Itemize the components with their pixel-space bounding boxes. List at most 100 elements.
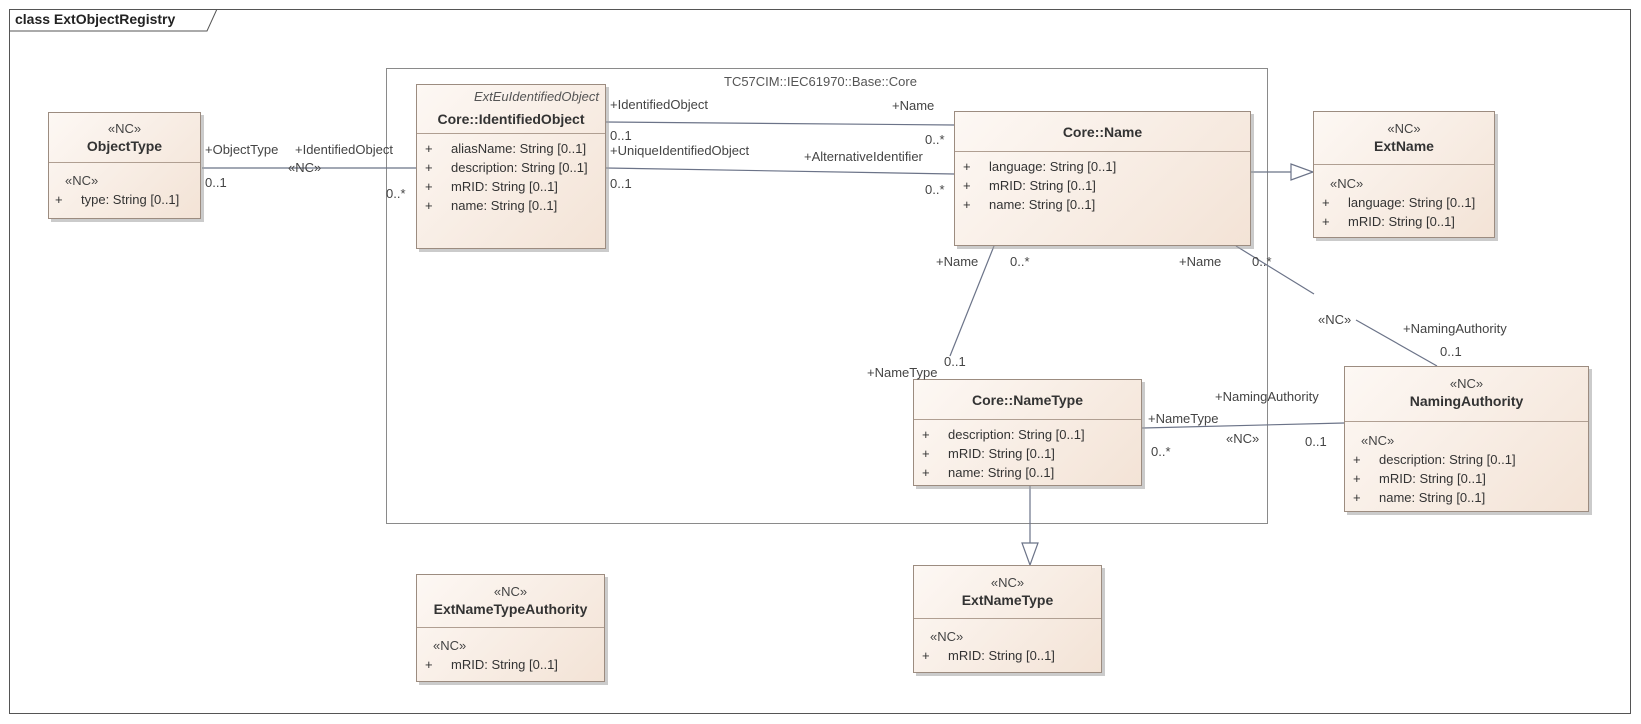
class-attributes: «NC» +type: String [0..1] [49,163,200,209]
class-attributes: +description: String [0..1] +mRID: Strin… [914,420,1141,482]
role-label-objecttype: +ObjectType [205,142,279,157]
role-label-name-nametype: +Name [936,254,979,269]
package-core-label: TC57CIM::IEC61970::Base::Core [724,74,917,89]
assoc-identifiedobject-name-alternative[interactable] [605,167,955,175]
package-core-boundary [386,68,1268,524]
role-label-namingauthority-lower: +NamingAuthority [1215,389,1319,404]
assoc-name-nametype[interactable] [949,245,995,357]
class-tag: ExtEuIdentifiedObject [473,89,599,104]
stereotype-label-name-namingauthority: «NC» [1318,312,1352,327]
class-attributes: «NC» +mRID: String [0..1] [417,628,604,674]
class-objecttype[interactable]: «NC» ObjectType «NC» +type: String [0..1… [48,112,201,219]
class-name: Core::IdentifiedObject [437,111,585,127]
role-label-namingauthority-upper: +NamingAuthority [1403,321,1507,336]
attribute-row: +mRID: String [0..1] [1353,471,1486,486]
class-name: Core::NameType [972,392,1083,408]
class-header: «NC» ObjectType [49,113,200,163]
attribute-row: +mRID: String [0..1] [425,179,558,194]
attribute-row: +mRID: String [0..1] [1322,214,1455,229]
role-label-name-top: +Name [892,98,935,113]
mult-label-unique-identifiedobject: 0..1 [610,176,632,191]
mult-label-namingauthority-upper: 0..1 [1440,344,1462,359]
class-header: Core::Name [955,112,1250,152]
mult-label-objecttype: 0..1 [205,175,227,190]
class-attributes: +language: String [0..1] +mRID: String [… [955,152,1250,214]
assoc-name-namingauthority-a[interactable] [1235,245,1315,295]
generalization-arrowhead-extname [1290,163,1315,181]
role-label-nametype-top: +NameType [867,365,938,380]
mult-label-name-nametype: 0..* [1010,254,1030,269]
mult-label-namingauthority-lower: 0..1 [1305,434,1327,449]
class-name: ObjectType [86,138,163,154]
class-header: «NC» ExtName [1314,112,1494,165]
class-attributes: «NC» +language: String [0..1] +mRID: Str… [1314,165,1494,231]
class-attributes: «NC» +description: String [0..1] +mRID: … [1345,422,1588,507]
mult-label-identifiedobject-left: 0..* [386,186,406,201]
class-extnametypeauthority[interactable]: «NC» ExtNameTypeAuthority «NC» +mRID: St… [416,574,605,682]
mult-label-name-namingauthority: 0..* [1252,254,1272,269]
class-extname[interactable]: «NC» ExtName «NC» +language: String [0..… [1313,111,1495,238]
class-name: NamingAuthority [1409,393,1524,409]
class-core-nametype[interactable]: Core::NameType +description: String [0..… [913,379,1142,486]
role-label-unique-identifiedobject: +UniqueIdentifiedObject [610,143,750,158]
class-extnametype[interactable]: «NC» ExtNameType «NC» +mRID: String [0..… [913,565,1102,673]
stereotype-label-nametype-namingauthority: «NC» [1226,431,1260,446]
assoc-nametype-namingauthority[interactable] [1141,422,1345,429]
attribute-row: +name: String [0..1] [1353,490,1486,505]
attribute-row: +language: String [0..1] [1322,195,1476,210]
mult-label-nametype-right: 0..* [1151,444,1171,459]
class-identifiedobject[interactable]: ExtEuIdentifiedObject Core::IdentifiedOb… [416,84,606,249]
class-stereotype: «NC» [107,121,142,136]
class-header: ExtEuIdentifiedObject Core::IdentifiedOb… [417,85,605,134]
role-label-name-namingauthority: +Name [1179,254,1222,269]
attributes-stereotype: «NC» [1330,176,1364,191]
attribute-row: +mRID: String [0..1] [425,657,558,672]
class-header: «NC» NamingAuthority [1345,367,1588,422]
attribute-row: +name: String [0..1] [425,198,558,213]
class-name: ExtNameType [961,592,1054,608]
mult-label-name-top: 0..* [925,132,945,147]
attribute-row: +name: String [0..1] [922,465,1055,480]
role-label-alternative-identifier: +AlternativeIdentifier [804,149,923,164]
attributes-stereotype: «NC» [1361,433,1395,448]
class-core-name[interactable]: Core::Name +language: String [0..1] +mRI… [954,111,1251,246]
class-stereotype: «NC» [990,575,1025,590]
diagram-title: class ExtObjectRegistry [15,11,176,27]
class-name: Core::Name [1062,124,1143,140]
attribute-row: +description: String [0..1] [1353,452,1516,467]
class-header: Core::NameType [914,380,1141,420]
attributes-stereotype: «NC» [65,173,99,188]
class-stereotype: «NC» [493,584,528,599]
class-header: «NC» ExtNameTypeAuthority [417,575,604,628]
role-label-identifiedobject-top: +IdentifiedObject [610,97,708,112]
class-name: ExtName [1374,138,1434,154]
generalization-arrowhead-extnametype [1021,542,1039,567]
attributes-stereotype: «NC» [930,629,964,644]
role-label-nametype-right: +NameType [1148,411,1219,426]
frame-tab-outline [9,9,218,32]
class-stereotype: «NC» [1449,376,1484,391]
mult-label-alternative-identifier: 0..* [925,182,945,197]
attribute-row: +name: String [0..1] [963,197,1096,212]
mult-label-nametype-top: 0..1 [944,354,966,369]
attribute-row: +description: String [0..1] [425,160,588,175]
assoc-identifiedobject-name-top[interactable] [605,121,955,126]
attribute-row: +language: String [0..1] [963,159,1117,174]
mult-label-identifiedobject-top: 0..1 [610,128,632,143]
diagram-frame [9,9,1631,714]
class-attributes: «NC» +mRID: String [0..1] [914,619,1101,665]
attribute-row: +aliasName: String [0..1] [425,141,587,156]
class-namingauthority[interactable]: «NC» NamingAuthority «NC» +description: … [1344,366,1589,512]
attribute-row: +mRID: String [0..1] [922,648,1055,663]
assoc-name-namingauthority-b[interactable] [1355,319,1438,367]
attributes-stereotype: «NC» [433,638,467,653]
class-name: ExtNameTypeAuthority [433,601,588,617]
class-header: «NC» ExtNameType [914,566,1101,619]
class-stereotype: «NC» [1387,121,1421,136]
class-attributes: +aliasName: String [0..1] +description: … [417,134,605,215]
attribute-row: +mRID: String [0..1] [922,446,1055,461]
attribute-row: +type: String [0..1] [55,192,180,207]
attribute-row: +description: String [0..1] [922,427,1085,442]
attribute-row: +mRID: String [0..1] [963,178,1096,193]
